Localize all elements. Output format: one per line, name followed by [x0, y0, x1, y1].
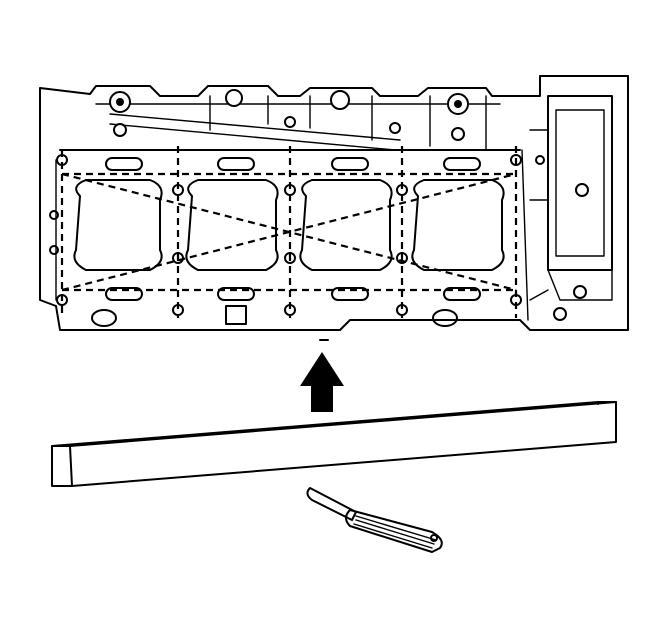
top-bolt-bosses — [109, 89, 469, 141]
straight-edge — [51, 401, 617, 487]
timing-end-detail — [529, 95, 613, 321]
cylinder-head — [39, 75, 629, 341]
cylinder-head-outline — [39, 75, 629, 331]
coolant-slots — [91, 157, 481, 327]
direction-arrow — [300, 352, 344, 412]
measurement-lines — [60, 146, 518, 318]
feeler-gauge — [306, 487, 443, 553]
